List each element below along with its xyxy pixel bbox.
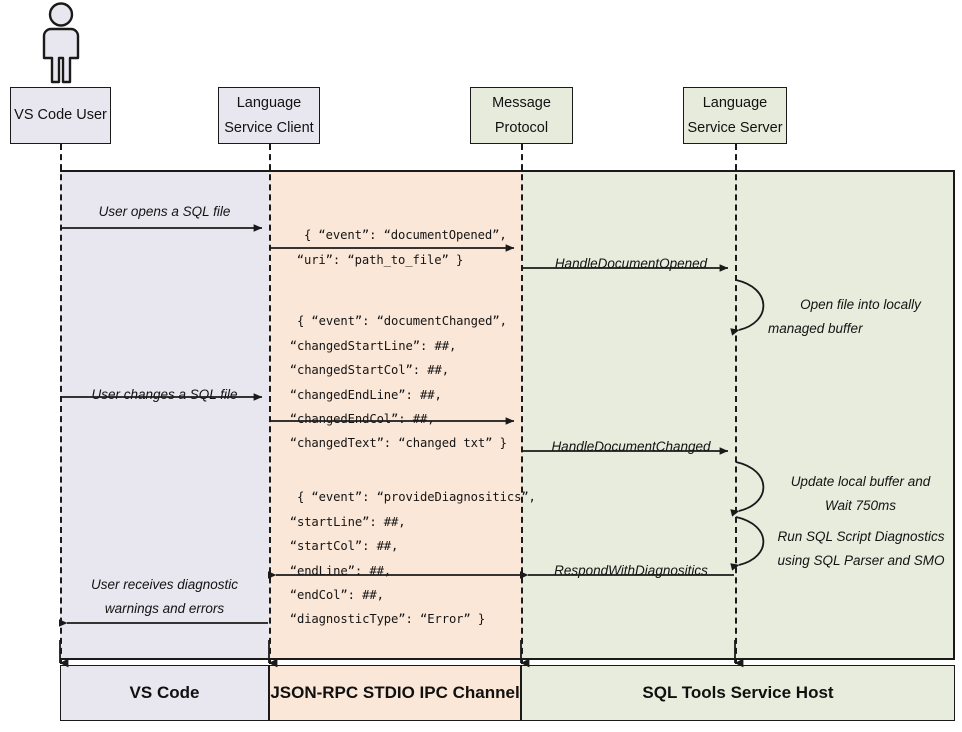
- message-text: HandleDocumentOpened: [554, 256, 708, 271]
- note-line2: Wait 750ms: [824, 498, 897, 514]
- participant-label-line2: Protocol: [494, 119, 549, 136]
- lane-band-json-rpc: [269, 170, 521, 660]
- lifeline-language-service-server: [735, 144, 737, 664]
- lane-footer-sql-tools-host[interactable]: SQL Tools Service Host: [521, 665, 955, 721]
- participant-message-protocol[interactable]: Message Protocol: [470, 87, 573, 144]
- message-label-respond-with-diagnositics: RespondWithDiagnositics: [527, 559, 735, 583]
- note-update-buffer-wait: Update local buffer and Wait 750ms: [768, 470, 953, 518]
- message-text: RespondWithDiagnositics: [554, 563, 708, 578]
- note-line2: using SQL Parser and SMO: [777, 553, 945, 569]
- note-open-file-buffer: Open file into locally managed buffer: [768, 293, 953, 341]
- participant-label-line1: Language: [702, 94, 768, 111]
- message-label-user-opens: User opens a SQL file: [60, 200, 269, 224]
- message-text: User opens a SQL file: [98, 204, 231, 219]
- message-label-handle-document-changed: HandleDocumentChanged: [527, 435, 735, 459]
- person-icon: [42, 2, 80, 84]
- note-run-diagnostics: Run SQL Script Diagnostics using SQL Par…: [766, 525, 956, 573]
- vs-code-user-actor: [26, 2, 96, 86]
- lifeline-language-service-client: [269, 144, 271, 664]
- lane-footer-label: SQL Tools Service Host: [642, 683, 834, 702]
- lane-footer-vs-code[interactable]: VS Code: [60, 665, 269, 721]
- participant-label-line1: Message: [492, 94, 551, 111]
- note-line1: Update local buffer and: [790, 474, 931, 489]
- lane-footer-label: VS Code: [129, 683, 200, 702]
- lifeline-vs-code-user: [60, 144, 62, 664]
- payload-document-changed: { “event”: “documentChanged”, “changedSt…: [268, 285, 507, 480]
- note-line1: Run SQL Script Diagnostics: [777, 529, 945, 544]
- message-label-user-receives: User receives diagnostic warnings and er…: [60, 573, 269, 620]
- message-label-user-changes: User changes a SQL file: [60, 383, 269, 407]
- message-label-handle-document-opened: HandleDocumentOpened: [527, 252, 735, 276]
- payload-provide-diagnositics: { “event”: “provideDiagnositics”, “start…: [268, 461, 536, 656]
- participant-language-service-client[interactable]: Language Service Client: [218, 87, 320, 144]
- participant-label-line1: Language: [236, 94, 302, 111]
- participant-label-line2: Service Client: [224, 119, 314, 136]
- payload-text: { “event”: “documentChanged”, “changedSt…: [289, 314, 507, 451]
- participant-label-line2: Service Server: [687, 119, 783, 136]
- participant-vs-code-user[interactable]: VS Code User: [10, 87, 111, 144]
- payload-document-opened: { “event”: “documentOpened”, “uri”: “pat…: [275, 199, 507, 297]
- payload-text: { “event”: “provideDiagnositics”, “start…: [289, 490, 536, 627]
- note-line2: managed buffer: [768, 321, 863, 337]
- participant-language-service-server[interactable]: Language Service Server: [683, 87, 787, 144]
- participant-label-line1: VS Code User: [14, 107, 107, 124]
- message-text: User changes a SQL file: [91, 387, 238, 402]
- message-text: HandleDocumentChanged: [551, 439, 711, 454]
- lane-footer-json-rpc-stdio[interactable]: JSON-RPC STDIO IPC Channel: [269, 665, 521, 721]
- lane-footer-label: JSON-RPC STDIO IPC Channel: [270, 683, 520, 702]
- note-line1: Open file into locally: [800, 297, 921, 312]
- lane-band-vs-code: [60, 170, 269, 660]
- lane-band-sql-tools-host: [521, 170, 955, 660]
- payload-text: { “event”: “documentOpened”, “uri”: “pat…: [296, 228, 507, 267]
- message-text-line2: warnings and errors: [104, 600, 225, 616]
- message-text-line1: User receives diagnostic: [90, 577, 239, 592]
- lifeline-message-protocol: [521, 144, 523, 664]
